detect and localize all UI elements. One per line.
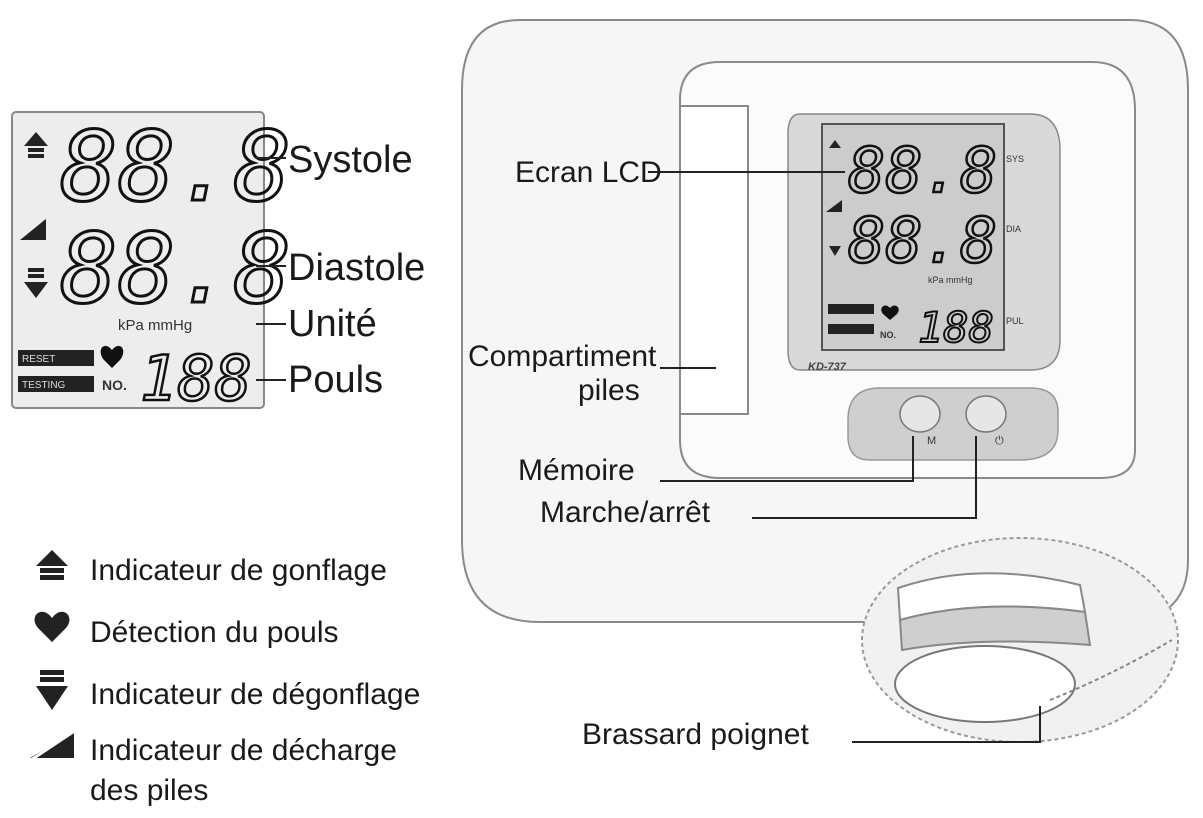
lcd-closeup: 88.8 88.8 kPa mmHg RESET TESTING NO. 188: [11, 110, 293, 416]
left-callout-leaders: [256, 157, 286, 381]
device-lcd-reset-tag: [828, 304, 874, 314]
device-sys-tag: SYS: [1006, 154, 1024, 164]
device-lcd-pulse: 188: [918, 303, 994, 352]
lcd-systole-digits: 88.8: [60, 111, 291, 223]
unit-label: Unité: [288, 303, 377, 345]
legend-pulse-text: Détection du pouls: [90, 616, 339, 649]
battery-low-icon: [15, 215, 49, 243]
legend-deflation-icon: [36, 670, 68, 710]
systole-label: Systole: [288, 139, 413, 181]
memory-button[interactable]: [899, 395, 941, 433]
device-drawing: 88.8 88.8 kPa mmHg NO. 188 SYS DIA PUL K…: [461, 19, 1189, 743]
device-lcd-inflation-icon: [829, 140, 841, 148]
legend-deflation-text: Indicateur de dégonflage: [90, 678, 420, 711]
device-model: KD-737: [808, 361, 847, 373]
legend-battery-text-2: des piles: [90, 774, 208, 807]
device-lcd-pulse-no: NO.: [880, 330, 896, 340]
memory-label: Mémoire: [518, 454, 635, 487]
inflation-indicator-icon: [24, 132, 48, 158]
device-lcd-testing-tag: [828, 324, 874, 334]
device-lcd-heart-icon: [881, 305, 899, 320]
deflation-indicator-icon: [24, 268, 48, 298]
legend: Indicateur de gonflage Détection du poul…: [27, 550, 420, 807]
legend-battery-text: Indicateur de décharge: [90, 734, 397, 767]
device-lcd-systole: 88.8: [848, 134, 997, 207]
battery-compartment-label-2: piles: [578, 374, 640, 407]
pulse-label: Pouls: [288, 359, 383, 401]
lcd-pulse-digits: 188: [140, 342, 252, 415]
battery-compartment: [679, 105, 749, 415]
battery-compartment-label: Compartiment: [468, 340, 657, 373]
power-label: Marche/arrêt: [540, 496, 711, 529]
lcd-units: kPa mmHg: [118, 317, 192, 334]
lcd-testing-tag-box: [18, 376, 94, 392]
legend-inflation-text: Indicateur de gonflage: [90, 554, 387, 587]
device-lcd-units: kPa mmHg: [928, 275, 973, 285]
lcd-reset-tag: RESET: [22, 354, 55, 365]
device-pul-tag: PUL: [1006, 316, 1024, 326]
device-lcd-diastole: 88.8: [848, 204, 997, 277]
device-callout-leaders: [648, 171, 1041, 743]
diastole-label: Diastole: [288, 247, 425, 289]
device-dia-tag: DIA: [1006, 224, 1021, 234]
device-lcd-deflation-icon: [829, 246, 841, 256]
lcd-diastole-digits: 88.8: [60, 213, 291, 325]
power-button-symbol: ⏻: [995, 434, 1004, 447]
lcd-closeup-frame: [11, 111, 265, 409]
lcd-pulse-no: NO.: [102, 377, 127, 393]
wrist-cuff-label: Brassard poignet: [582, 718, 809, 751]
legend-inflation-icon: [36, 550, 68, 580]
lcd-screen-label: Ecran LCD: [515, 156, 662, 189]
device-button-panel: [847, 387, 1059, 461]
legend-heart-icon: [34, 611, 70, 642]
wrist-cuff-strap: [1049, 639, 1173, 701]
lcd-testing-tag: TESTING: [22, 380, 66, 391]
power-button[interactable]: [965, 395, 1007, 433]
heart-icon: [100, 345, 124, 368]
lcd-reset-tag-box: [18, 350, 94, 366]
wrist-cuff-opening: [894, 645, 1076, 723]
memory-button-symbol: M: [927, 435, 936, 447]
wrist-cuff-band: [898, 605, 1092, 652]
device-lcd-battery-icon: [826, 200, 842, 212]
legend-battery-icon: [27, 728, 77, 764]
